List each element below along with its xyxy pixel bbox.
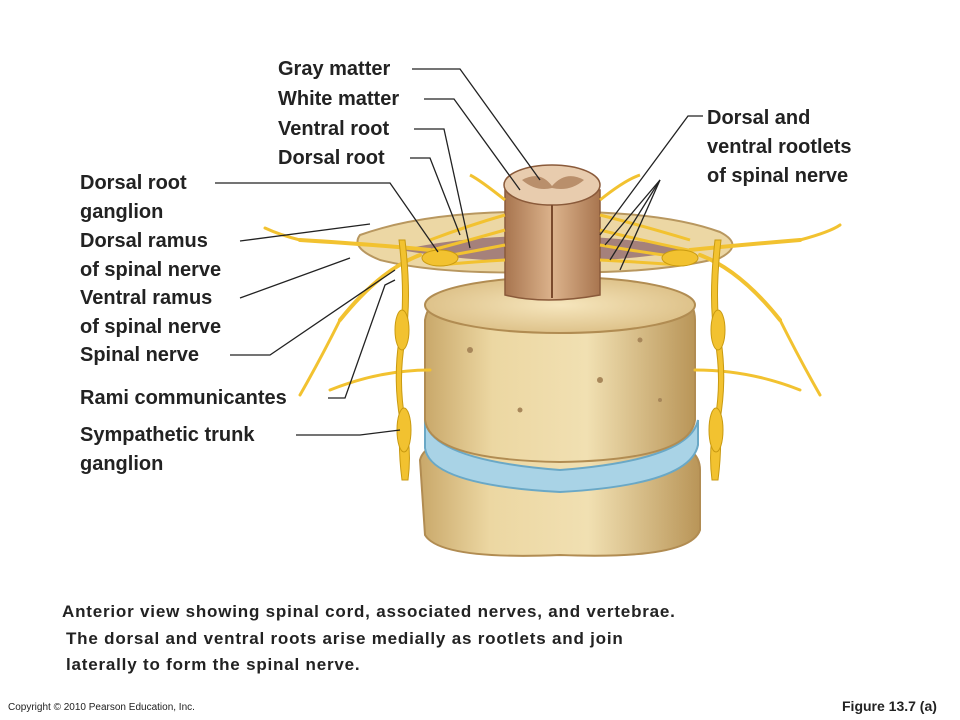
label-dorsal-root-ganglion-line2: ganglion [80, 201, 164, 223]
label-dorsal-ramus-line2: of spinal nerve [80, 259, 222, 281]
label-ventral-ramus-line2: of spinal nerve [80, 316, 222, 338]
label-ventral-ramus-line1: Ventral ramus [80, 287, 213, 309]
label-rootlets-line2: ventral rootlets [707, 136, 852, 158]
label-dorsal-ramus-line1: Dorsal ramus [80, 230, 208, 252]
spinal-nerves [263, 223, 842, 397]
label-dorsal-root: Dorsal root [278, 147, 385, 169]
label-ventral-ramus: Ventral ramus of spinal nerve [80, 284, 221, 342]
label-white-matter: White matter [278, 88, 400, 110]
leader-lines [215, 68, 703, 436]
upper-vertebra [424, 276, 696, 464]
label-ventral-root: Ventral root [278, 118, 390, 140]
spinal-cord [503, 164, 601, 301]
copyright-text: Copyright © 2010 Pearson Education, Inc. [8, 702, 195, 713]
caption-line-1: Anterior view showing spinal cord, assoc… [62, 602, 676, 621]
label-rootlets-line3: of spinal nerve [707, 165, 849, 187]
caption-line-3: laterally to form the spinal nerve. [66, 655, 361, 674]
label-rootlets: Dorsal and ventral rootlets of spinal ne… [707, 104, 851, 191]
label-dorsal-ramus: Dorsal ramus of spinal nerve [80, 227, 221, 285]
figure-number: Figure 13.7 (a) [842, 698, 937, 714]
label-spinal-nerve: Spinal nerve [80, 344, 199, 366]
label-dorsal-root-ganglion-line1: Dorsal root [80, 172, 187, 194]
label-sympathetic-trunk-line2: ganglion [80, 453, 164, 475]
intervertebral-disc [424, 419, 699, 494]
label-rootlets-line1: Dorsal and [707, 107, 811, 129]
label-gray-matter: Gray matter [278, 58, 391, 80]
caption-line-2: The dorsal and ventral roots arise media… [66, 629, 624, 648]
label-sympathetic-trunk-ganglion: Sympathetic trunk ganglion [80, 421, 254, 479]
dorsal-root-ganglion [421, 249, 699, 267]
label-rami-communicantes: Rami communicantes [80, 387, 287, 409]
label-sympathetic-trunk-line1: Sympathetic trunk [80, 424, 255, 446]
sympathetic-trunk [394, 239, 726, 481]
label-dorsal-root-ganglion: Dorsal root ganglion [80, 169, 187, 227]
